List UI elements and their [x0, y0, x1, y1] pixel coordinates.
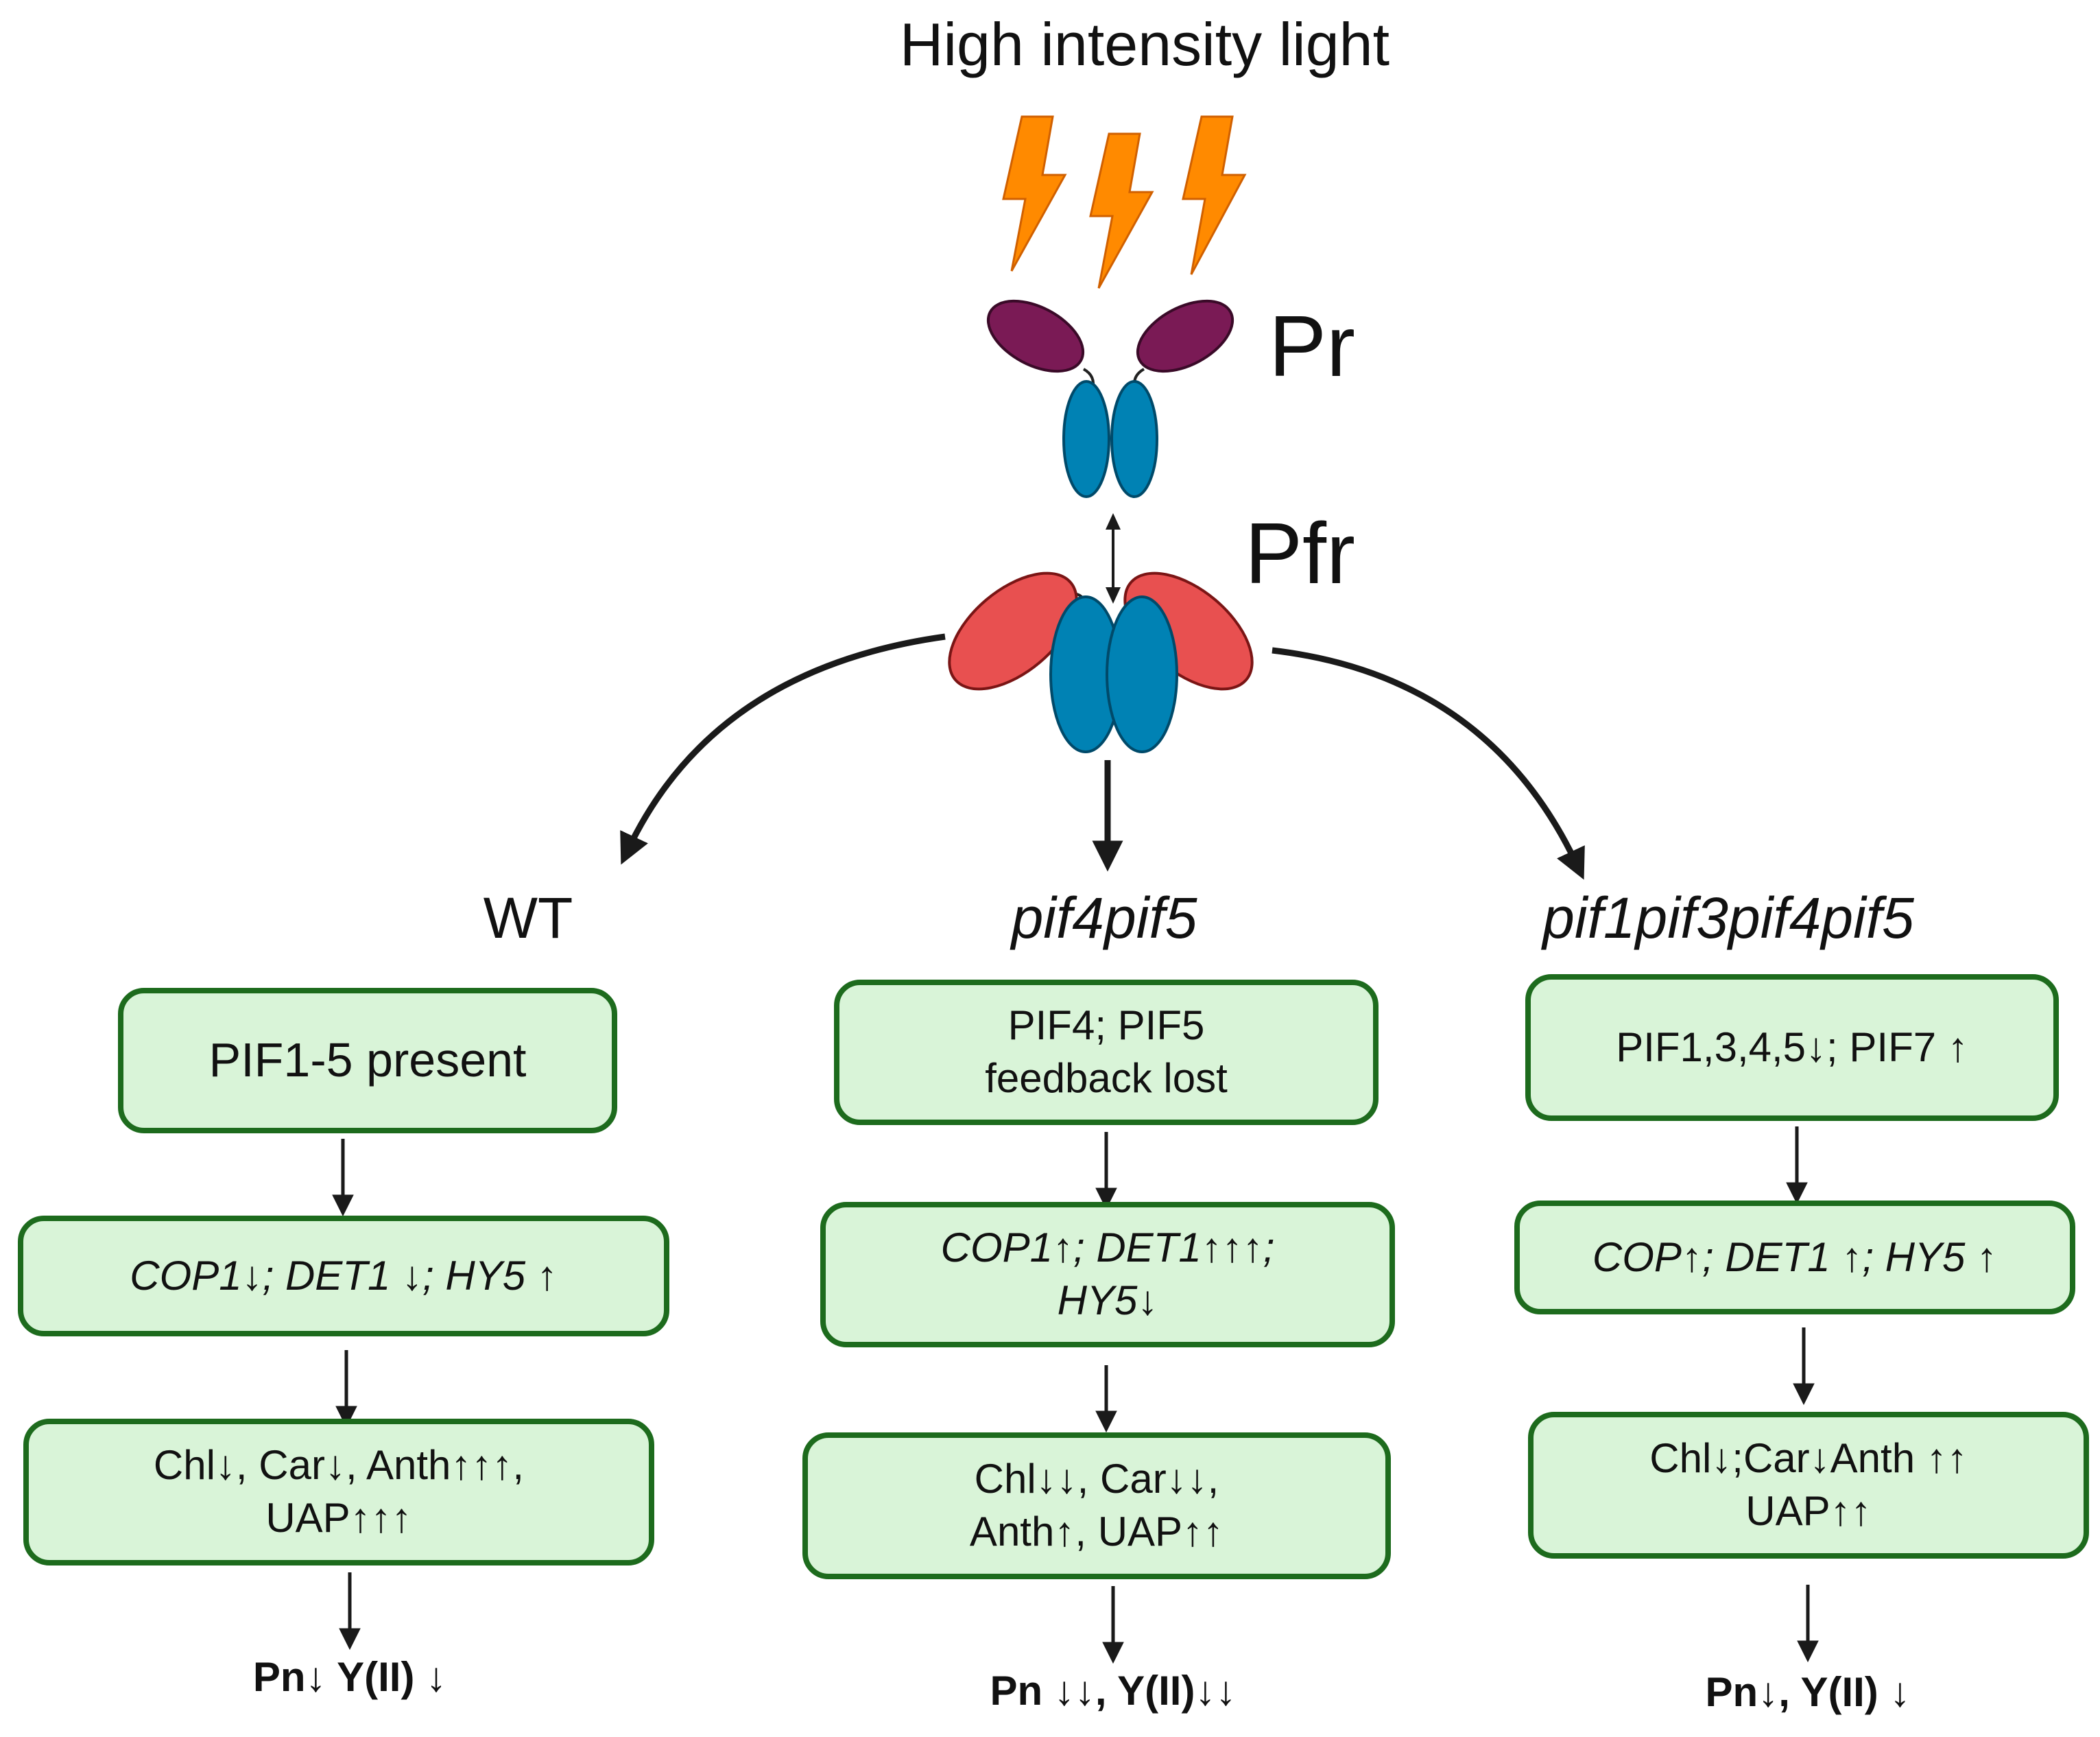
- pif4pif5-step3-line2: Anth↑, UAP↑↑: [969, 1509, 1224, 1555]
- wt-result: Pn↓ Y(II) ↓: [252, 1654, 447, 1700]
- pif4pif5-step3-line1: Chl↓↓, Car↓↓,: [974, 1456, 1219, 1502]
- pifq-step3-line2: UAP↑↑: [1745, 1488, 1872, 1534]
- wt-step2-box: COP1↓; DET1 ↓; HY5 ↑: [18, 1216, 669, 1336]
- lightning-icon-2: [1089, 132, 1154, 289]
- wt-step1-text: PIF1-5 present: [208, 1033, 527, 1087]
- pr-dimer-icon: [986, 299, 1234, 498]
- wt-step3-line2: UAP↑↑↑: [265, 1495, 412, 1541]
- pr-label: Pr: [1269, 298, 1355, 394]
- reversible-conversion-arrow: [1106, 513, 1121, 604]
- flow-arrows-pif4pif5: [1095, 1132, 1124, 1664]
- lightning-icon-3: [1182, 115, 1247, 275]
- wt-step2-text: COP1↓; DET1 ↓; HY5 ↑: [130, 1252, 558, 1299]
- pfr-dimer-icon: [948, 571, 1254, 753]
- lightning-icon-1: [1002, 115, 1067, 272]
- pifq-step1-box: PIF1,3,4,5↓; PIF7 ↑: [1525, 974, 2059, 1121]
- pif4pif5-step3-box: Chl↓↓, Car↓↓, Anth↑, UAP↑↑: [802, 1432, 1391, 1579]
- pifq-step3-box: Chl↓;Car↓Anth ↑↑ UAP↑↑: [1528, 1412, 2089, 1559]
- wt-step1-box: PIF1-5 present: [118, 988, 617, 1133]
- column-title-pifq: pif1pif3pif4pif5: [1542, 886, 1914, 950]
- pifq-step1-text: PIF1,3,4,5↓; PIF7 ↑: [1616, 1024, 1968, 1070]
- pif4pif5-step1-box: PIF4; PIF5 feedback lost: [834, 980, 1379, 1125]
- pifq-step2-box: COP↑; DET1 ↑; HY5 ↑: [1514, 1201, 2075, 1314]
- wt-step3-line1: Chl↓, Car↓, Anth↑↑↑,: [153, 1442, 525, 1489]
- column-title-wt: WT: [483, 886, 573, 950]
- column-title-pif4pif5: pif4pif5: [1011, 886, 1197, 950]
- pif4pif5-step2-line2: HY5↓: [1057, 1277, 1158, 1323]
- pifq-step2-text: COP↑; DET1 ↑; HY5 ↑: [1592, 1233, 1998, 1280]
- pifq-step3-line1: Chl↓;Car↓Anth ↑↑: [1649, 1435, 1968, 1482]
- branch-arrow-pifq: [1272, 647, 1585, 880]
- branch-arrow-wt: [620, 633, 946, 865]
- pif4pif5-step1-line2: feedback lost: [985, 1055, 1228, 1101]
- wt-step3-box: Chl↓, Car↓, Anth↑↑↑, UAP↑↑↑: [23, 1419, 654, 1565]
- pif4pif5-step1-line1: PIF4; PIF5: [1007, 1002, 1205, 1049]
- flow-arrows-wt: [332, 1139, 361, 1651]
- pifq-result: Pn↓, Y(II) ↓: [1705, 1669, 1911, 1715]
- pif4pif5-step2-line1: COP1↑; DET1↑↑↑;: [940, 1225, 1275, 1271]
- flow-arrows-pifq: [1786, 1126, 1819, 1663]
- page-title: High intensity light: [899, 10, 1390, 78]
- pif4pif5-result: Pn ↓↓, Y(II)↓↓: [990, 1668, 1237, 1714]
- pfr-label: Pfr: [1245, 505, 1356, 602]
- pif4pif5-step2-box: COP1↑; DET1↑↑↑; HY5↓: [820, 1202, 1395, 1347]
